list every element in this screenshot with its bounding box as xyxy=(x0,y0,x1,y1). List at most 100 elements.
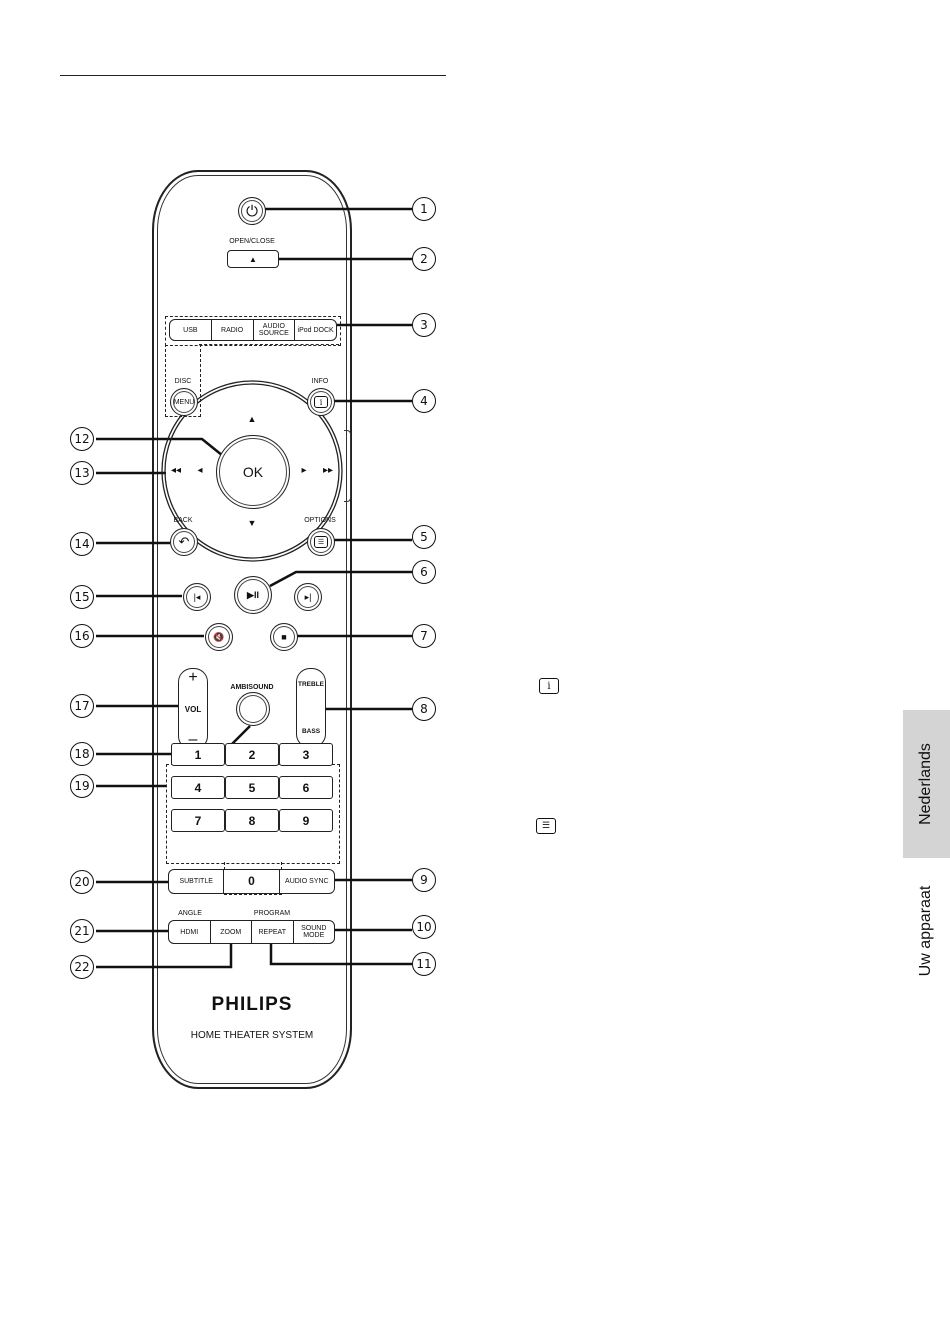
info-icon: i xyxy=(314,396,328,408)
nav-ring xyxy=(161,380,343,562)
fast-forward-button[interactable]: ▸▸ xyxy=(322,465,334,476)
remote-control-outline xyxy=(152,170,352,1089)
treble-button[interactable]: TREBLE xyxy=(298,681,324,688)
number-5-button[interactable]: 5 xyxy=(225,776,279,799)
callout-8: 8 xyxy=(412,697,436,721)
zoom-button[interactable]: ZOOM xyxy=(211,921,252,943)
program-label: PROGRAM xyxy=(253,910,291,917)
side-tab-language[interactable] xyxy=(903,710,950,858)
side-tab-language-label: Nederlands xyxy=(917,743,934,825)
power-button[interactable]: ⏻ xyxy=(238,197,266,225)
radio-button[interactable]: RADIO xyxy=(212,320,254,340)
callout-20: 20 xyxy=(70,870,94,894)
leader-6 xyxy=(269,570,412,588)
callout-18: 18 xyxy=(70,742,94,766)
number-7-button[interactable]: 7 xyxy=(171,809,225,832)
sound-mode-button[interactable]: SOUND MODE xyxy=(301,925,327,939)
number-3-button[interactable]: 3 xyxy=(279,743,333,766)
subtitle-row: SUBTITLE 0 AUDIO SYNC xyxy=(168,869,335,894)
next-button[interactable]: ▸| xyxy=(294,583,322,611)
number-0-button[interactable]: 0 xyxy=(224,870,280,893)
disc-menu-button[interactable]: MENU xyxy=(170,388,198,416)
volume-label: VOL xyxy=(184,704,202,714)
ambisound-button[interactable] xyxy=(236,692,270,726)
callout-22: 22 xyxy=(70,955,94,979)
ok-button[interactable]: OK xyxy=(216,435,290,509)
info-icon-inline: i xyxy=(539,678,559,694)
previous-button[interactable]: |◂ xyxy=(183,583,211,611)
nav-left-button[interactable]: ◂ xyxy=(197,465,203,476)
disc-label: DISC xyxy=(174,378,192,385)
callout-9: 9 xyxy=(412,868,436,892)
nav-down-button[interactable]: ▼ xyxy=(247,518,257,528)
rewind-button[interactable]: ◂◂ xyxy=(170,465,182,476)
stop-button[interactable]: ■ xyxy=(270,623,298,651)
callout-5: 5 xyxy=(412,525,436,549)
callout-16: 16 xyxy=(70,624,94,648)
nav-ring-inner xyxy=(164,383,340,559)
options-icon-inline: ☰ xyxy=(536,818,556,834)
number-9-button[interactable]: 9 xyxy=(279,809,333,832)
volume-down-button[interactable]: – xyxy=(188,731,198,748)
mute-icon: 🔇 xyxy=(213,631,225,642)
callout-3: 3 xyxy=(412,313,436,337)
back-button[interactable]: ↶ xyxy=(170,528,198,556)
angle-label: ANGLE xyxy=(178,910,202,917)
callout-17: 17 xyxy=(70,694,94,718)
callout-4: 4 xyxy=(412,389,436,413)
number-4-button[interactable]: 4 xyxy=(171,776,225,799)
brand-logo: PHILIPS xyxy=(211,994,293,1015)
remote-side-edge xyxy=(344,430,351,502)
callout-1: 1 xyxy=(412,197,436,221)
menu-label: MENU xyxy=(173,398,195,406)
number-6-button[interactable]: 6 xyxy=(279,776,333,799)
leader-11 xyxy=(269,942,412,966)
treble-bass-rocker[interactable]: TREBLE BASS xyxy=(296,668,326,748)
back-label: BACK xyxy=(173,517,193,524)
subtitle-button[interactable]: SUBTITLE xyxy=(169,870,225,893)
header-rule xyxy=(60,75,446,76)
number-8-button[interactable]: 8 xyxy=(225,809,279,832)
callout-19: 19 xyxy=(70,774,94,798)
stop-icon: ■ xyxy=(281,632,287,642)
leader-12 xyxy=(96,437,229,461)
volume-rocker[interactable]: + VOL – xyxy=(178,668,208,750)
hdmi-button[interactable]: HDMI xyxy=(169,921,211,943)
options-label: OPTIONS xyxy=(304,517,336,524)
callout-10: 10 xyxy=(412,915,436,939)
power-icon: ⏻ xyxy=(246,202,258,220)
bottom-buttons: HDMI ZOOM REPEAT SOUND MODE xyxy=(168,920,335,944)
mute-button[interactable]: 🔇 xyxy=(205,623,233,651)
ok-label: OK xyxy=(242,464,264,480)
leader-22 xyxy=(96,942,233,969)
info-button[interactable]: i xyxy=(307,388,335,416)
ipod-dock-button[interactable]: iPod DOCK xyxy=(297,326,334,334)
nav-up-button[interactable]: ▲ xyxy=(247,414,257,424)
callout-14: 14 xyxy=(70,532,94,556)
callout-12: 12 xyxy=(70,427,94,451)
bass-button[interactable]: BASS xyxy=(301,728,321,735)
callout-6: 6 xyxy=(412,560,436,584)
open-close-label: OPEN/CLOSE xyxy=(229,238,275,245)
repeat-button[interactable]: REPEAT xyxy=(252,921,294,943)
number-1-button[interactable]: 1 xyxy=(171,743,225,766)
options-icon: ☰ xyxy=(314,536,328,548)
usb-button[interactable]: USB xyxy=(170,320,212,340)
audio-sync-button[interactable]: AUDIO SYNC xyxy=(285,878,329,885)
play-pause-button[interactable]: ▶II xyxy=(234,576,272,614)
volume-up-button[interactable]: + xyxy=(188,669,198,686)
audio-source-button[interactable]: AUDIO SOURCE xyxy=(254,320,296,340)
next-icon: ▸| xyxy=(304,591,312,602)
side-tab-section-label: Uw apparaat xyxy=(917,885,934,977)
callout-21: 21 xyxy=(70,919,94,943)
callout-13: 13 xyxy=(70,461,94,485)
number-2-button[interactable]: 2 xyxy=(225,743,279,766)
back-icon: ↶ xyxy=(178,534,190,549)
callout-15: 15 xyxy=(70,585,94,609)
eject-button[interactable]: ▲ xyxy=(227,250,279,268)
options-button[interactable]: ☰ xyxy=(307,528,335,556)
nav-right-button[interactable]: ▸ xyxy=(301,465,307,476)
source-group-outline xyxy=(165,316,341,346)
